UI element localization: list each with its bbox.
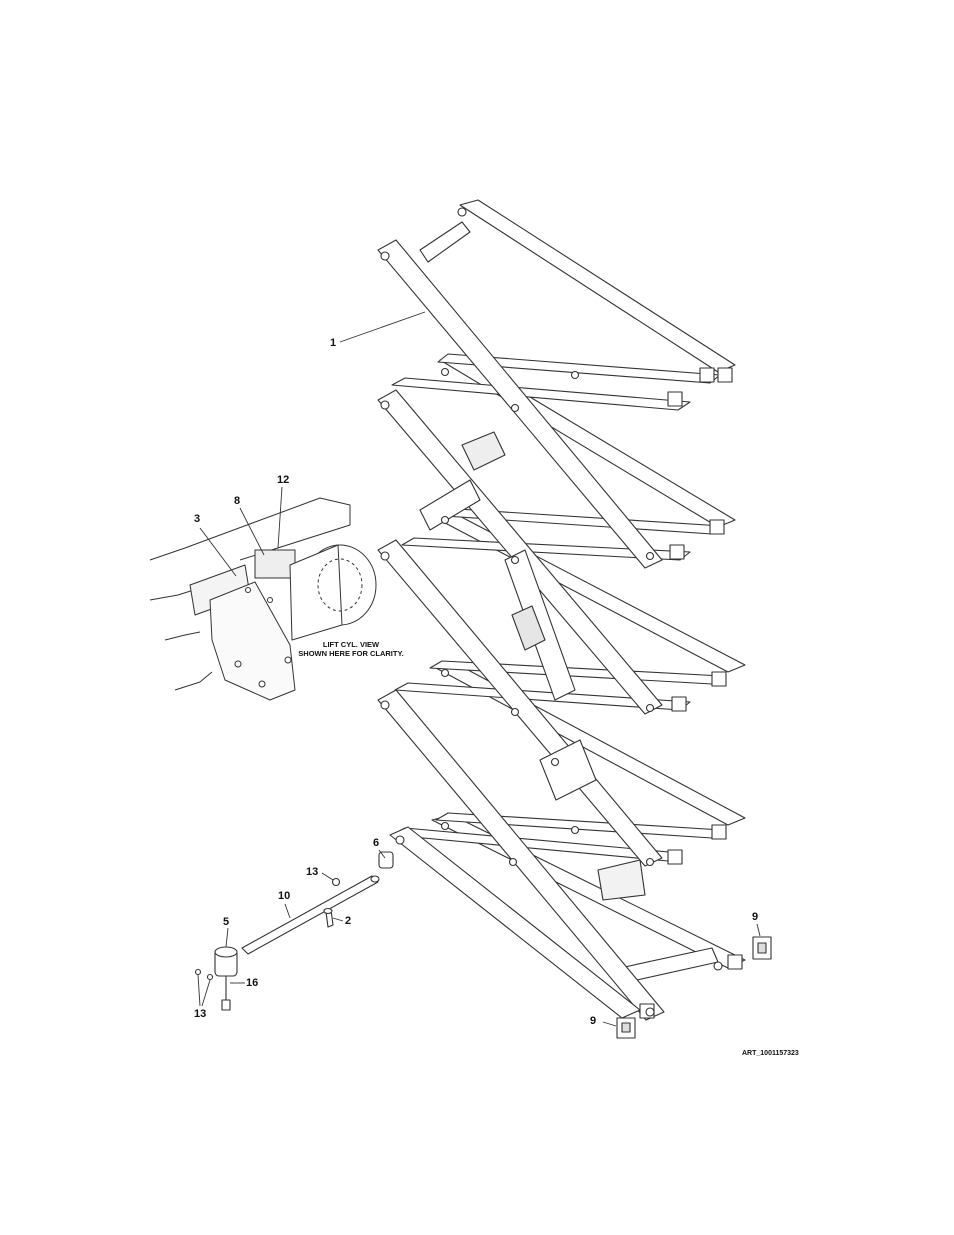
callout-13-top: 13	[306, 867, 318, 878]
inset-note-line-1: LIFT CYL. VIEW	[296, 640, 406, 649]
art-number: ART_1001157323	[742, 1050, 799, 1057]
callout-10: 10	[278, 891, 290, 902]
callout-9-right: 9	[752, 912, 758, 923]
callout-3: 3	[194, 514, 200, 525]
callout-5: 5	[223, 917, 229, 928]
callout-16: 16	[246, 978, 258, 989]
shaft-10	[242, 876, 378, 954]
callout-6: 6	[373, 838, 379, 849]
bushing-6	[379, 852, 393, 868]
callout-13-bottom: 13	[194, 1009, 206, 1020]
lift-cylinder-inset	[150, 498, 376, 700]
screw-13-top	[333, 879, 340, 886]
callout-12: 12	[277, 475, 289, 486]
inset-note: LIFT CYL. VIEW SHOWN HERE FOR CLARITY.	[296, 640, 406, 659]
screw-13-bottom-b	[208, 975, 213, 980]
screw-13-bottom-a	[196, 970, 201, 975]
inset-note-line-2: SHOWN HERE FOR CLARITY.	[296, 649, 406, 658]
callout-8: 8	[234, 496, 240, 507]
connector-16	[222, 1000, 230, 1010]
callout-1: 1	[330, 338, 336, 349]
callout-9-bottom: 9	[590, 1016, 596, 1027]
callout-2: 2	[345, 916, 351, 927]
